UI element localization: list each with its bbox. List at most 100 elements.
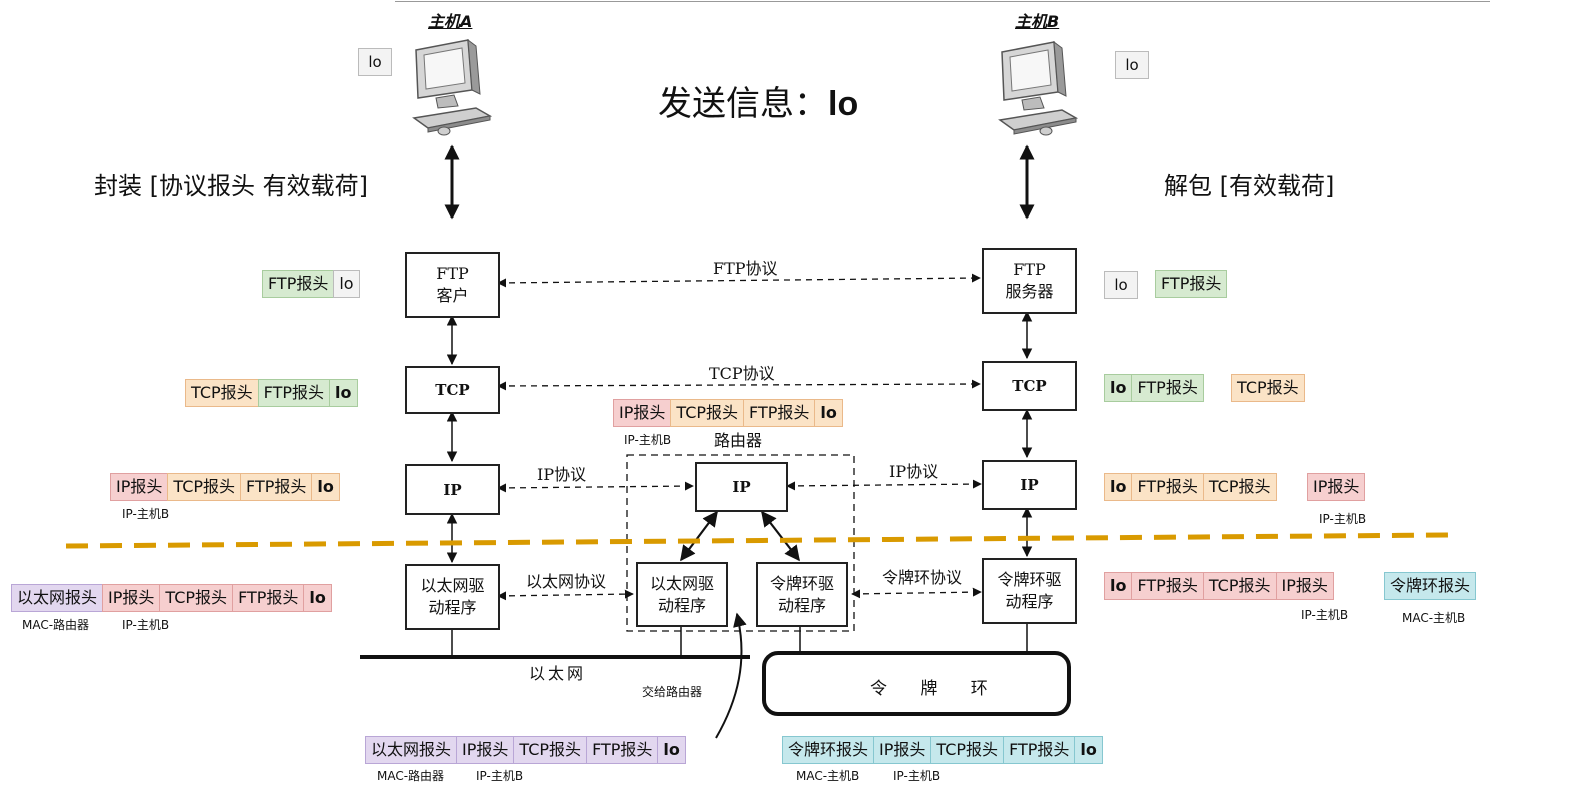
packet-b-network: lo FTP报头 TCP报头: [1104, 473, 1277, 501]
payload-cell: lo: [1074, 736, 1103, 764]
ftp-header-cell: FTP报头: [232, 584, 305, 612]
payload-cell: lo: [1104, 473, 1133, 501]
packet-b-transport: lo FTP报头: [1104, 374, 1204, 402]
packet-token-frame: 令牌环报头 IP报头 TCP报头 FTP报头 lo: [782, 736, 1103, 764]
eth-driver-box-host-a: 以太网驱 动程序: [405, 564, 500, 630]
header-tcp-b: TCP报头: [1231, 374, 1305, 402]
ftp-header-cell: FTP报头: [262, 270, 335, 298]
ip-dest-label: IP-主机B: [893, 769, 941, 783]
payload-cell: lo: [329, 379, 358, 407]
ftp-header-cell: FTP报头: [1131, 473, 1204, 501]
eth-driver-a-line1: 以太网驱: [420, 576, 485, 595]
token-driver-r-line1: 令牌环驱: [769, 573, 834, 593]
eth-driver-r-line2: 动程序: [657, 595, 706, 615]
ftp-header-cell: FTP报头: [1003, 736, 1076, 764]
host-a-label: 主机A: [428, 12, 473, 31]
eth-driver-a-line2: 动程序: [428, 598, 477, 617]
payload-cell: lo: [1104, 572, 1133, 600]
tcp-box-host-b: TCP: [982, 361, 1077, 411]
decapsulate-note: 解包 [有效载荷]: [1164, 172, 1335, 200]
router-label: 路由器: [714, 431, 763, 450]
tcp-header-cell: TCP报头: [185, 379, 259, 407]
packet-b-link: lo FTP报头 TCP报头 IP报头: [1104, 572, 1334, 600]
ip-header-cell: IP报头: [110, 473, 169, 501]
token-driver-b-line2: 动程序: [1005, 592, 1054, 611]
headline-prefix: 发送信息：: [658, 84, 828, 124]
mac-dest-label: MAC-路由器: [22, 618, 90, 632]
mac-dest-label: MAC-主机B: [796, 769, 860, 783]
ip-header-cell: IP报头: [1307, 473, 1366, 501]
tcp-header-cell: TCP报头: [1202, 473, 1277, 501]
ip-header-cell: IP报头: [1275, 572, 1334, 600]
eth-driver-box-router: 以太网驱 动程序: [636, 562, 728, 627]
token-ring-shape: [762, 651, 1071, 716]
ip-dest-label: IP-主机B: [122, 507, 170, 521]
eth-driver-r-line1: 以太网驱: [649, 573, 714, 593]
mac-dest-label: MAC-路由器: [377, 769, 445, 783]
tcp-header-cell: TCP报头: [1202, 572, 1277, 600]
top-rule: [395, 1, 1490, 2]
token-header-cell: 令牌环报头: [1384, 572, 1477, 600]
token-driver-box-host-b: 令牌环驱 动程序: [982, 558, 1077, 624]
payload-cell: lo: [1104, 374, 1133, 402]
ip-dest-label: IP-主机B: [122, 618, 170, 632]
ftp-client-box: FTP 客户: [405, 252, 500, 318]
ip-box-host-b: IP: [982, 460, 1077, 510]
tcp-box-host-a: TCP: [405, 366, 500, 414]
eth-header-cell: 以太网报头: [11, 584, 104, 612]
payload-cell: lo: [657, 736, 686, 764]
token-driver-r-line2: 动程序: [777, 595, 826, 615]
handoff-label: 交给路由器: [642, 685, 703, 699]
headline: 发送信息：lo: [658, 76, 858, 125]
payload-cell: lo: [303, 584, 332, 612]
eth-header-cell: 以太网报头: [365, 736, 458, 764]
ip-dest-label: IP-主机B: [476, 769, 524, 783]
header-token-b: 令牌环报头: [1384, 572, 1477, 600]
ip-box-router: IP: [695, 462, 788, 512]
tcp-header-cell: TCP报头: [670, 399, 745, 427]
header-ftp-b: FTP报头: [1155, 270, 1228, 298]
tcp-header-cell: TCP报头: [159, 584, 234, 612]
packet-a-network: IP报头 TCP报头 FTP报头 lo: [110, 473, 340, 501]
headline-message: lo: [828, 85, 859, 123]
payload-cell: lo: [311, 473, 340, 501]
payload-cell: lo: [333, 270, 360, 298]
host-b-message-box: lo: [1115, 51, 1149, 79]
handoff-arrow: [715, 612, 747, 739]
header-ip-b: IP报头: [1307, 473, 1366, 501]
ip-dest-label: IP-主机B: [1301, 608, 1349, 622]
token-ring-label: 令 牌 环: [870, 679, 1002, 699]
ip-protocol-label-left: IP协议: [537, 465, 587, 484]
ftp-header-cell: FTP报头: [1155, 270, 1228, 298]
encapsulate-note: 封装 [协议报头 有效载荷]: [94, 172, 368, 200]
ftp-server-line2: 服务器: [1005, 282, 1054, 301]
ftp-client-line1: FTP: [436, 264, 469, 283]
ip-header-cell: IP报头: [102, 584, 161, 612]
tcp-header-cell: TCP报头: [1231, 374, 1305, 402]
ip-dest-label: IP-主机B: [624, 433, 672, 447]
token-header-cell: 令牌环报头: [782, 736, 875, 764]
ftp-server-box: FTP 服务器: [982, 248, 1077, 314]
host-b-label: 主机B: [1015, 12, 1060, 31]
tcp-protocol-label: TCP协议: [709, 364, 775, 383]
token-protocol-label: 令牌环协议: [882, 568, 963, 587]
ip-dest-label: IP-主机B: [1319, 512, 1367, 526]
packet-a-app: FTP报头 lo: [262, 270, 360, 298]
packet-a-transport: TCP报头 FTP报头 lo: [185, 379, 358, 407]
link-layer-divider: [65, 532, 1449, 549]
ftp-header-cell: FTP报头: [1131, 374, 1204, 402]
host-a-message-box: lo: [358, 48, 392, 76]
payload-cell: lo: [814, 399, 843, 427]
mac-dest-label: MAC-主机B: [1402, 611, 1466, 625]
ftp-header-cell: FTP报头: [240, 473, 313, 501]
computer-a-icon: [412, 38, 493, 136]
tcp-header-cell: TCP报头: [167, 473, 242, 501]
token-driver-b-line1: 令牌环驱: [997, 570, 1062, 589]
ftp-header-cell: FTP报头: [257, 379, 331, 407]
ip-protocol-label-right: IP协议: [889, 462, 939, 481]
packet-ethernet-frame: 以太网报头 IP报头 TCP报头 FTP报头 lo: [365, 736, 686, 764]
computer-b-icon: [998, 40, 1079, 136]
ftp-header-cell: FTP报头: [743, 399, 816, 427]
